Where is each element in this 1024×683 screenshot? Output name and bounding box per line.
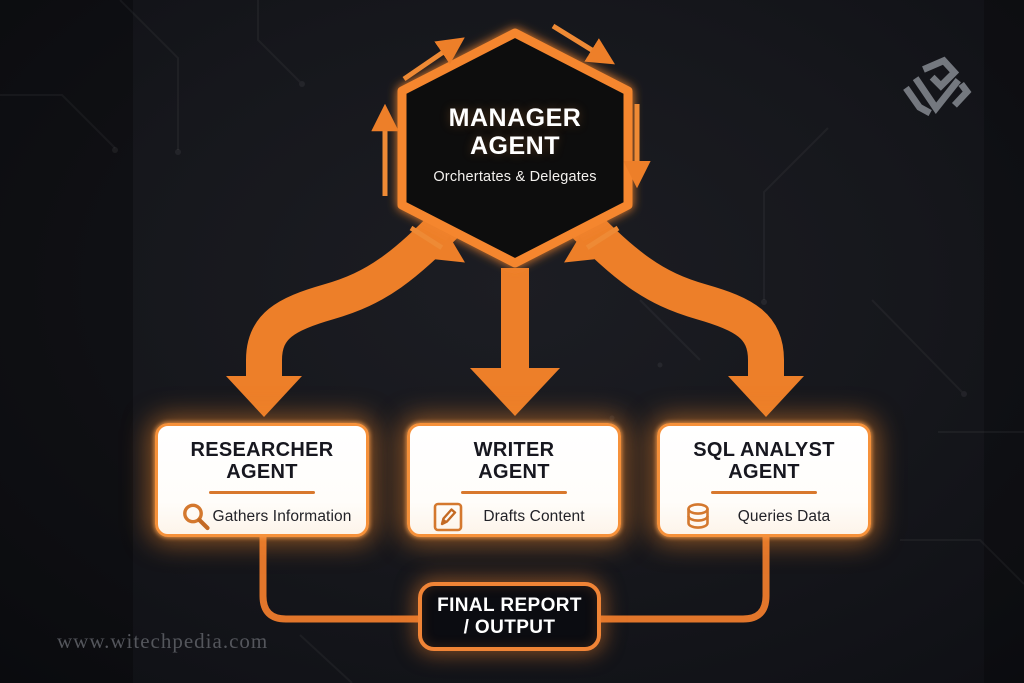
watermark: www.witechpedia.com bbox=[57, 629, 269, 653]
researcher-agent-box: RESEARCHER AGENT Gathers Information bbox=[155, 423, 369, 537]
researcher-title-line2: AGENT bbox=[226, 461, 298, 483]
divider bbox=[711, 491, 817, 494]
brand-logo-icon bbox=[903, 56, 972, 116]
right-arrowhead bbox=[728, 376, 804, 417]
divider bbox=[461, 491, 567, 494]
final-output-title-line1: FINAL REPORT bbox=[437, 594, 582, 616]
manager-title-line2: AGENT bbox=[470, 132, 560, 160]
final-output-box: FINAL REPORT / OUTPUT bbox=[418, 582, 601, 651]
final-output-title: FINAL REPORT / OUTPUT bbox=[422, 595, 597, 639]
sql-analyst-title: SQL ANALYST AGENT bbox=[660, 439, 868, 483]
cycle-arrow-topright bbox=[551, 23, 616, 65]
sql-analyst-subtitle: Queries Data bbox=[737, 508, 831, 525]
background-shade-left bbox=[0, 0, 133, 683]
writer-title-line1: WRITER bbox=[473, 439, 555, 461]
delegation-arrows bbox=[226, 205, 804, 417]
divider bbox=[209, 491, 315, 494]
final-output-title-line2: / OUTPUT bbox=[463, 616, 556, 638]
writer-agent-box: WRITER AGENT Drafts Content bbox=[407, 423, 621, 537]
manager-title-line1: MANAGER bbox=[448, 104, 582, 132]
researcher-title-line1: RESEARCHER bbox=[190, 439, 334, 461]
pencil-icon bbox=[433, 502, 463, 532]
middle-arrowhead bbox=[470, 368, 560, 416]
sql-analyst-title-line2: AGENT bbox=[728, 461, 800, 483]
magnifier-icon bbox=[183, 503, 210, 531]
researcher-title: RESEARCHER AGENT bbox=[158, 439, 366, 483]
sql-analyst-title-line1: SQL ANALYST bbox=[693, 439, 835, 461]
database-icon bbox=[687, 503, 709, 529]
writer-title-line2: AGENT bbox=[478, 461, 550, 483]
left-arrowhead bbox=[226, 376, 302, 417]
manager-subtitle: Orchertates & Delegates bbox=[433, 169, 597, 185]
inward-arrow-right bbox=[564, 225, 620, 263]
researcher-subtitle: Gathers Information bbox=[212, 508, 352, 525]
manager-node: MANAGER AGENT Orchertates & Delegates bbox=[402, 104, 628, 185]
middle-arrow-shaft bbox=[501, 268, 529, 372]
writer-subtitle: Drafts Content bbox=[483, 508, 585, 525]
cycle-arrow-topleft bbox=[402, 37, 465, 82]
writer-title: WRITER AGENT bbox=[410, 439, 618, 483]
inward-arrow-left bbox=[409, 225, 465, 263]
sql-analyst-agent-box: SQL ANALYST AGENT Queries Data bbox=[657, 423, 871, 537]
inward-arrows bbox=[409, 225, 620, 263]
manager-title: MANAGER AGENT bbox=[402, 104, 628, 160]
background-shade-right bbox=[984, 0, 1024, 683]
